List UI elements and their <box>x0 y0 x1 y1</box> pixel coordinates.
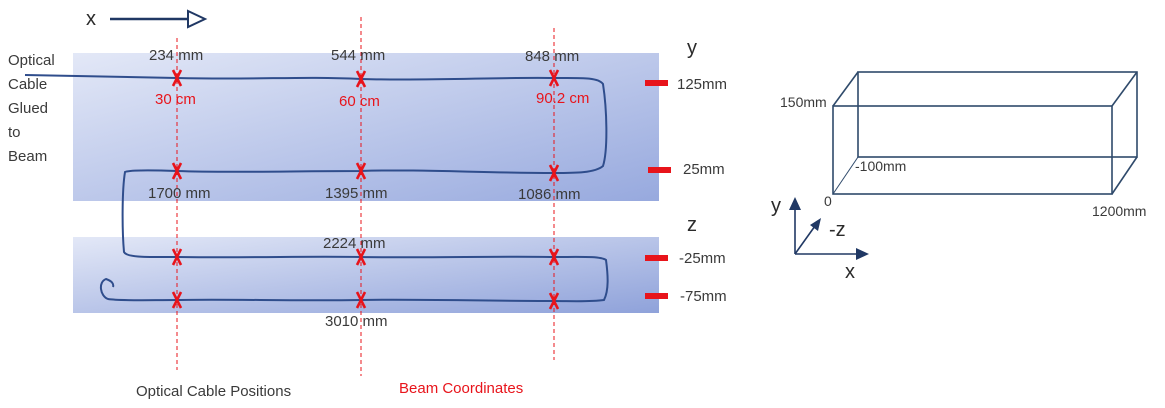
upper-top-mm-1: 234 mm <box>149 47 204 64</box>
level-label-25: 25mm <box>683 161 725 178</box>
upper-bottom-mm-2: 1395 mm <box>325 185 388 202</box>
level-label-125: 125mm <box>677 76 728 93</box>
level-tick-25 <box>648 167 671 173</box>
beam-box-3d <box>832 71 1138 195</box>
level-label-minus75: -75mm <box>680 288 727 305</box>
marker-x-9 <box>548 248 560 266</box>
marker-x-8 <box>355 248 367 266</box>
x-axis-label: x <box>86 8 96 30</box>
marker-x-1 <box>171 69 183 87</box>
axes-3d <box>789 197 869 260</box>
marker-x-10 <box>171 291 183 309</box>
upper-top-cm-2: 60 cm <box>339 93 380 110</box>
side-note-line-5: Beam <box>8 148 48 165</box>
marker-x-11 <box>355 291 367 309</box>
z-axis-label: z <box>687 214 697 236</box>
upper-beam-panel <box>73 53 659 201</box>
side-note-line-2: Cable <box>8 76 48 93</box>
upper-top-cm-1: 30 cm <box>155 91 196 108</box>
upper-top-mm-2: 544 mm <box>331 47 386 64</box>
box-height-label: 150mm <box>780 94 827 110</box>
side-note-line-4: to <box>8 124 21 141</box>
footer-cable-positions: Optical Cable Positions <box>136 383 292 400</box>
side-note-line-1: Optical <box>8 52 55 69</box>
level-tick-125 <box>645 80 668 86</box>
axis3d-z-label: -z <box>829 219 846 241</box>
box-depth-label: -100mm <box>855 158 907 174</box>
marker-x-6 <box>548 164 560 182</box>
level-tick-minus25 <box>645 255 668 261</box>
marker-x-5 <box>355 162 367 180</box>
upper-bottom-mm-3: 1086 mm <box>518 186 581 203</box>
upper-top-cm-3: 90.2 cm <box>536 90 590 107</box>
x-direction-arrow <box>110 9 208 29</box>
marker-x-3 <box>548 69 560 87</box>
side-note-line-3: Glued <box>8 100 49 117</box>
footer-beam-coordinates: Beam Coordinates <box>399 380 524 397</box>
lower-upper-mm: 2224 mm <box>323 235 386 252</box>
lower-lower-mm: 3010 mm <box>325 313 388 330</box>
level-tick-minus75 <box>645 293 668 299</box>
upper-bottom-mm-1: 1700 mm <box>148 185 211 202</box>
level-label-minus25: -25mm <box>679 250 726 267</box>
axis3d-y-label: y <box>771 195 781 217</box>
marker-x-4 <box>171 162 183 180</box>
optical-cable <box>24 74 609 303</box>
y-axis-label: y <box>687 37 697 59</box>
box-origin-label: 0 <box>824 193 832 209</box>
marker-x-2 <box>355 70 367 88</box>
axis3d-x-label: x <box>845 261 855 283</box>
marker-x-7 <box>171 248 183 266</box>
box-length-label: 1200mm <box>1092 203 1147 219</box>
upper-top-mm-3: 848 mm <box>525 48 580 65</box>
cable-position-markers <box>171 69 560 310</box>
marker-x-12 <box>548 292 560 310</box>
